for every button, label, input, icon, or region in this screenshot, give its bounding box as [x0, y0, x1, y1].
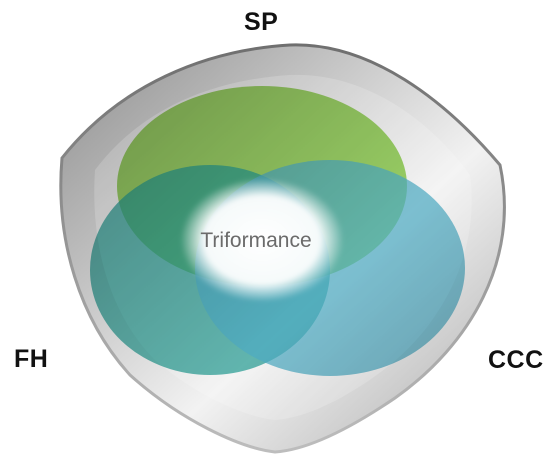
center-glow: [180, 178, 344, 302]
center-label: Triformance: [200, 229, 311, 252]
label-sp: SP: [244, 8, 279, 36]
label-fh: FH: [14, 345, 49, 373]
label-ccc: CCC: [488, 346, 544, 374]
